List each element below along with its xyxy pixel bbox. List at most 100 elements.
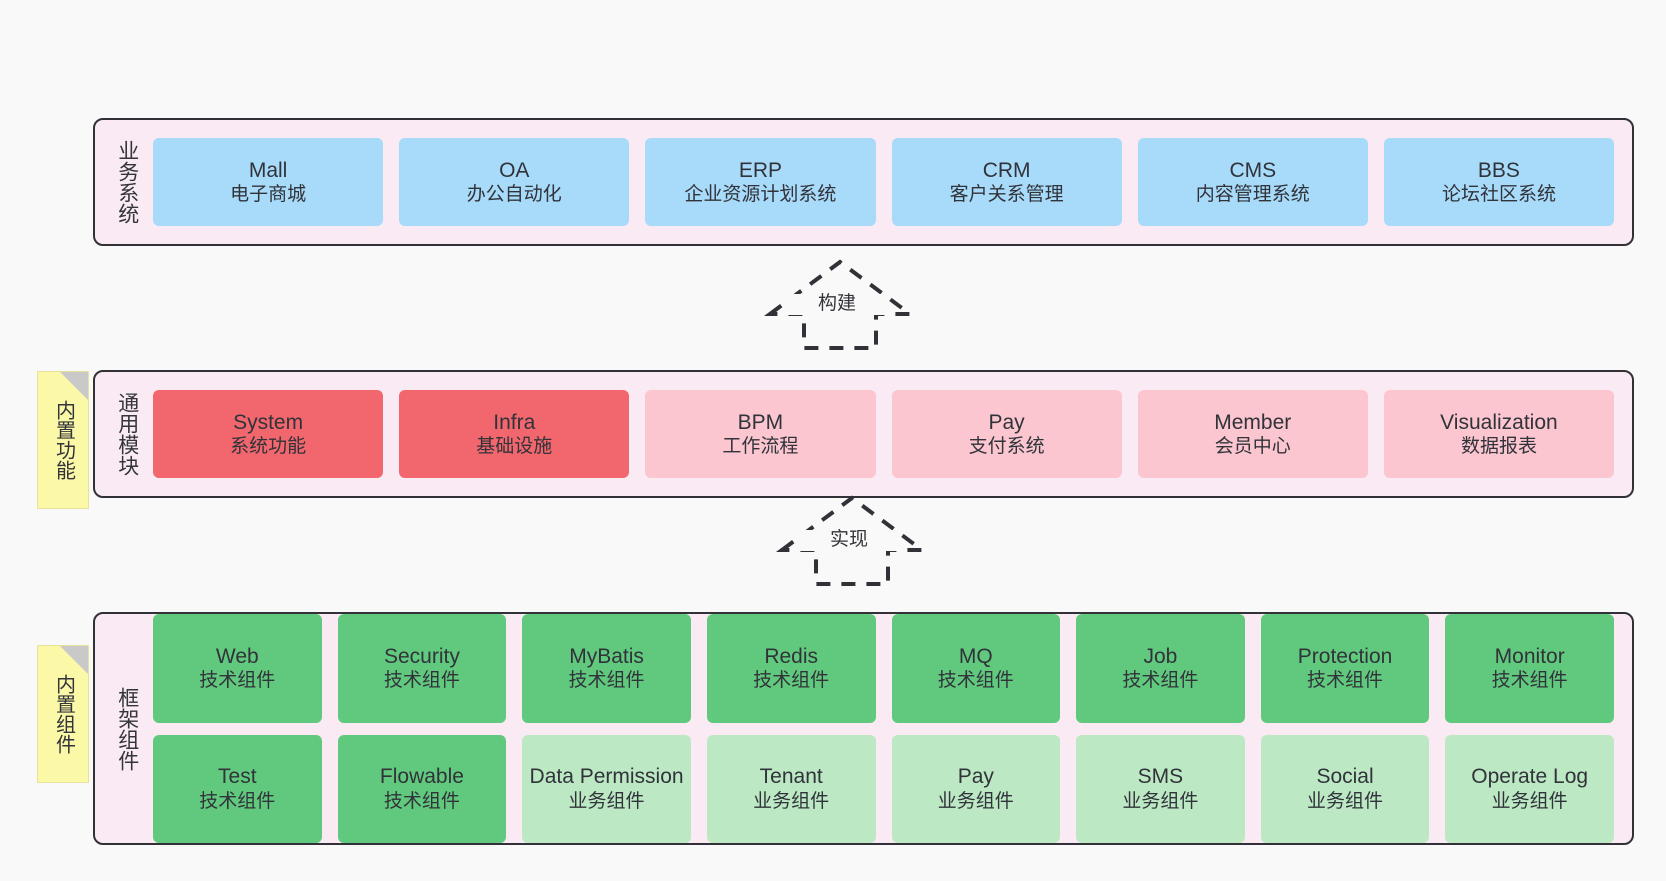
card-protection[interactable]: Protection 技术组件: [1260, 614, 1430, 723]
card-title: CMS: [1229, 158, 1277, 182]
card-title: BBS: [1477, 158, 1520, 182]
card-subtitle: 技术组件: [383, 790, 460, 812]
card-sms[interactable]: SMS 业务组件: [1076, 734, 1245, 843]
card-title: Security: [384, 644, 460, 668]
card-subtitle: 业务组件: [937, 790, 1014, 812]
card-row: Test 技术组件 Flowable 技术组件 Data Permission …: [153, 734, 1614, 843]
card-subtitle: 电子商城: [230, 184, 307, 206]
card-member[interactable]: Member 会员中心: [1137, 390, 1368, 478]
card-title: ERP: [738, 158, 783, 182]
card-title: Visualization: [1440, 410, 1558, 434]
card-data-permission[interactable]: Data Permission 业务组件: [522, 734, 691, 843]
card-title: Pay: [957, 765, 994, 789]
card-crm[interactable]: CRM 客户关系管理: [891, 138, 1122, 226]
card-title: Protection: [1297, 644, 1393, 668]
arrow-realize: 实现: [772, 492, 932, 588]
card-title: Monitor: [1494, 644, 1565, 668]
card-subtitle: 业务组件: [1122, 790, 1199, 812]
card-pay[interactable]: Pay 支付系统: [891, 390, 1122, 478]
card-subtitle: 技术组件: [1491, 670, 1568, 692]
card-mybatis[interactable]: MyBatis 技术组件: [522, 614, 691, 723]
card-title: BPM: [737, 410, 784, 434]
card-row: System 系统功能 Infra 基础设施 BPM 工作流程 Pay 支付系统…: [153, 390, 1615, 478]
card-subtitle: 技术组件: [199, 790, 276, 812]
card-subtitle: 技术组件: [753, 670, 830, 692]
card-title: Mall: [248, 158, 288, 182]
card-subtitle: 业务组件: [568, 790, 645, 812]
card-subtitle: 论坛社区系统: [1441, 184, 1556, 206]
card-redis[interactable]: Redis 技术组件: [706, 614, 876, 723]
card-title: CRM: [982, 158, 1031, 182]
card-title: Flowable: [379, 765, 464, 789]
layer-title-common-module: 通用模块: [115, 392, 139, 476]
card-web[interactable]: Web 技术组件: [153, 614, 322, 723]
card-subtitle: 业务组件: [1491, 790, 1568, 812]
card-title: System: [233, 410, 304, 434]
layer-framework-component: 框架组件 Web 技术组件 Security 技术组件 MyBatis 技术组件…: [93, 612, 1634, 845]
card-cms[interactable]: CMS 内容管理系统: [1137, 138, 1368, 226]
card-title: Tenant: [759, 765, 823, 789]
card-subtitle: 基础设施: [476, 436, 553, 458]
arrow-build: 构建: [760, 256, 920, 352]
card-system[interactable]: System 系统功能: [153, 390, 384, 478]
folded-corner-icon: [60, 646, 88, 674]
card-subtitle: 办公自动化: [466, 184, 562, 206]
layer-business-system: 业务系统 Mall 电子商城 OA 办公自动化 ERP 企业资源计划系统 CRM…: [93, 118, 1634, 246]
card-title: Infra: [493, 410, 536, 434]
card-title: Test: [218, 765, 257, 789]
card-row: Mall 电子商城 OA 办公自动化 ERP 企业资源计划系统 CRM 客户关系…: [153, 138, 1615, 226]
card-pay-business[interactable]: Pay 业务组件: [891, 734, 1061, 843]
card-subtitle: 技术组件: [937, 670, 1014, 692]
layer-body-business-system: Mall 电子商城 OA 办公自动化 ERP 企业资源计划系统 CRM 客户关系…: [147, 120, 1632, 244]
card-subtitle: 技术组件: [1307, 670, 1384, 692]
card-infra[interactable]: Infra 基础设施: [399, 390, 630, 478]
card-title: Social: [1316, 765, 1374, 789]
card-oa[interactable]: OA 办公自动化: [399, 138, 630, 226]
card-tenant[interactable]: Tenant 业务组件: [706, 734, 876, 843]
sticky-note-builtin-function: 内置功能: [37, 371, 89, 509]
card-visualization[interactable]: Visualization 数据报表: [1383, 390, 1615, 478]
folded-corner-icon: [60, 372, 88, 400]
card-subtitle: 业务组件: [753, 790, 830, 812]
card-bbs[interactable]: BBS 论坛社区系统: [1383, 138, 1615, 226]
card-title: Web: [215, 644, 259, 668]
card-job[interactable]: Job 技术组件: [1076, 614, 1245, 723]
card-title: MQ: [958, 644, 993, 668]
card-title: Job: [1143, 644, 1178, 668]
layer-title-business-system: 业务系统: [115, 140, 139, 224]
card-monitor[interactable]: Monitor 技术组件: [1445, 614, 1614, 723]
card-subtitle: 内容管理系统: [1195, 184, 1310, 206]
card-erp[interactable]: ERP 企业资源计划系统: [645, 138, 876, 226]
layer-title-framework-component: 框架组件: [115, 686, 139, 771]
card-test[interactable]: Test 技术组件: [153, 734, 322, 843]
sticky-note-label: 内置功能: [52, 400, 75, 480]
card-subtitle: 技术组件: [383, 670, 460, 692]
card-subtitle: 业务组件: [1307, 790, 1384, 812]
layer-body-common-module: System 系统功能 Infra 基础设施 BPM 工作流程 Pay 支付系统…: [147, 372, 1632, 496]
card-flowable[interactable]: Flowable 技术组件: [337, 734, 507, 843]
card-title: Pay: [988, 410, 1025, 434]
card-subtitle: 技术组件: [1122, 670, 1199, 692]
layer-common-module: 通用模块 System 系统功能 Infra 基础设施 BPM 工作流程 Pay…: [93, 370, 1634, 498]
card-subtitle: 工作流程: [722, 436, 799, 458]
sticky-note-label: 内置组件: [52, 674, 75, 754]
card-social[interactable]: Social 业务组件: [1260, 734, 1430, 843]
card-subtitle: 系统功能: [230, 436, 307, 458]
card-subtitle: 技术组件: [568, 670, 645, 692]
card-mq[interactable]: MQ 技术组件: [891, 614, 1061, 723]
card-security[interactable]: Security 技术组件: [337, 614, 507, 723]
card-title: Operate Log: [1471, 765, 1589, 789]
card-title: MyBatis: [569, 644, 644, 668]
card-subtitle: 支付系统: [968, 436, 1045, 458]
card-row: Web 技术组件 Security 技术组件 MyBatis 技术组件 Redi…: [153, 614, 1614, 723]
card-title: Redis: [764, 644, 819, 668]
card-bpm[interactable]: BPM 工作流程: [645, 390, 876, 478]
card-title: SMS: [1137, 765, 1184, 789]
layer-body-framework-component: Web 技术组件 Security 技术组件 MyBatis 技术组件 Redi…: [147, 598, 1632, 859]
card-mall[interactable]: Mall 电子商城: [153, 138, 384, 226]
card-title: Data Permission: [529, 765, 684, 789]
card-title: OA: [499, 158, 530, 182]
card-subtitle: 客户关系管理: [949, 184, 1064, 206]
card-title: Member: [1214, 410, 1292, 434]
card-operate-log[interactable]: Operate Log 业务组件: [1445, 734, 1614, 843]
